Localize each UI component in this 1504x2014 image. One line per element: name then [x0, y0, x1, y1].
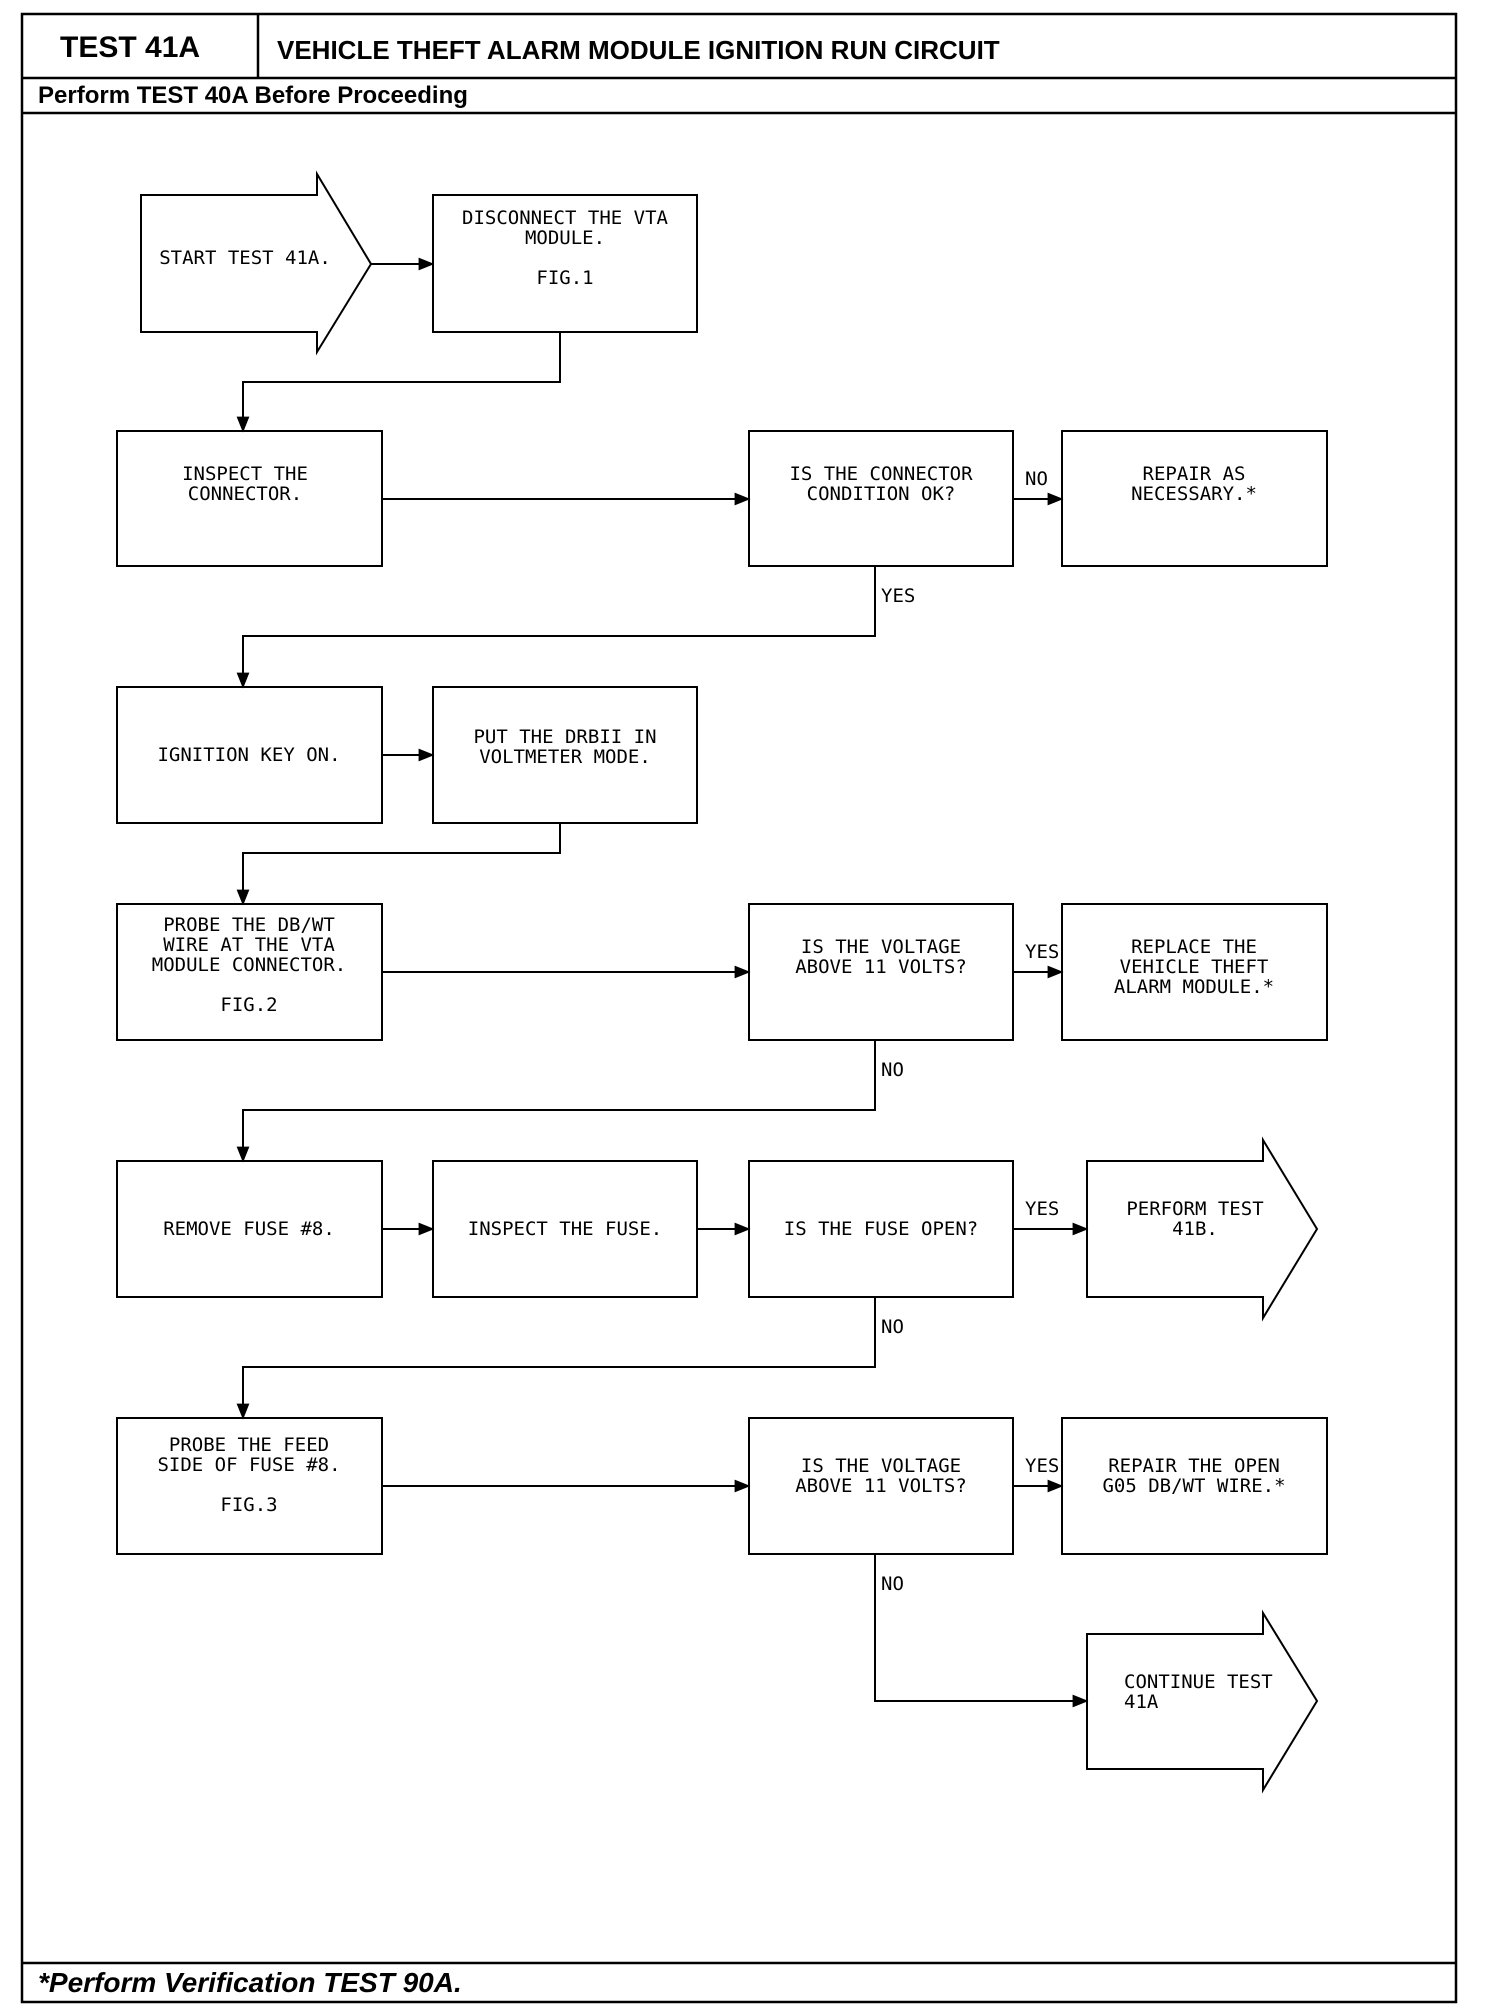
edge-label-connector-no: NO: [1025, 468, 1048, 490]
prerequisite-note: Perform TEST 40A Before Proceeding: [38, 82, 468, 109]
edge-label-connector-yes: YES: [881, 585, 915, 607]
probe-dbwt-box: [116, 903, 383, 1041]
node-text-line: VOLTMETER MODE.: [479, 746, 651, 768]
test-id: TEST 41A: [60, 31, 200, 64]
node-text-line: CONDITION OK?: [807, 483, 956, 505]
node-text-line: INSPECT THE FUSE.: [468, 1218, 662, 1240]
edge-label-voltage1-no: NO: [881, 1059, 904, 1081]
footer-note: *Perform Verification TEST 90A.: [38, 1967, 462, 1998]
node-text-line: REMOVE FUSE #8.: [163, 1218, 335, 1240]
edge-label-fuse-no: NO: [881, 1316, 904, 1338]
node-text-line: IS THE VOLTAGE: [801, 1455, 961, 1477]
node-text-line: IGNITION KEY ON.: [157, 744, 340, 766]
inspect-fuse-text: INSPECT THE FUSE.: [468, 1218, 662, 1240]
probe-feed-box: [116, 1417, 383, 1555]
fuse-open-text: IS THE FUSE OPEN?: [784, 1218, 978, 1240]
remove-fuse-text: REMOVE FUSE #8.: [163, 1218, 335, 1240]
inspect-fuse-box: [432, 1160, 698, 1298]
node-text-line: START TEST 41A.: [159, 247, 331, 269]
inspect-connector-box: [116, 430, 383, 567]
connector-ok-decision: [748, 430, 1014, 567]
page-title: VEHICLE THEFT ALARM MODULE IGNITION RUN …: [277, 35, 1000, 65]
node-text-line: MODULE CONNECTOR.: [152, 954, 346, 976]
fuse-open-decision: [748, 1160, 1014, 1298]
node-text-line: FIG.1: [536, 267, 593, 289]
node-text-line: REPLACE THE: [1131, 936, 1257, 958]
node-text-line: DISCONNECT THE VTA: [462, 207, 668, 229]
voltage-q1-decision: [748, 903, 1014, 1041]
ignition-on-text: IGNITION KEY ON.: [157, 744, 340, 766]
edge-label-voltage2-no: NO: [881, 1573, 904, 1595]
node-text-line: INSPECT THE: [182, 463, 308, 485]
edge-label-fuse-yes: YES: [1025, 1198, 1059, 1220]
node-text-line: ALARM MODULE.*: [1114, 976, 1274, 998]
start-text: START TEST 41A.: [159, 247, 331, 269]
node-text-line: CONTINUE TEST: [1124, 1671, 1273, 1693]
replace-module-box: [1061, 903, 1328, 1041]
node-text-line: ABOVE 11 VOLTS?: [795, 1475, 967, 1497]
node-text-line: SIDE OF FUSE #8.: [157, 1454, 340, 1476]
node-text-line: PERFORM TEST: [1126, 1198, 1263, 1220]
drbii-box: [432, 686, 698, 824]
node-text-line: G05 DB/WT WIRE.*: [1102, 1475, 1285, 1497]
node-text-line: IS THE CONNECTOR: [789, 463, 973, 485]
edge-label-voltage2-yes: YES: [1025, 1455, 1059, 1477]
node-text-line: VEHICLE THEFT: [1120, 956, 1269, 978]
node-text-line: PROBE THE FEED: [169, 1434, 329, 1456]
node-text-line: REPAIR AS: [1143, 463, 1246, 485]
node-text-line: WIRE AT THE VTA: [163, 934, 335, 956]
node-text-line: 41A: [1124, 1691, 1159, 1713]
continue-41a-arrow: [1086, 1609, 1319, 1794]
node-text-line: PROBE THE DB/WT: [163, 914, 335, 936]
start-arrow: [140, 170, 373, 356]
node-text-line: PUT THE DRBII IN: [473, 726, 656, 748]
node-text-line: NECESSARY.*: [1131, 483, 1257, 505]
perform-41b-arrow: [1086, 1136, 1319, 1322]
node-text-line: 41B.: [1172, 1218, 1218, 1240]
node-text-line: MODULE.: [525, 227, 605, 249]
node-text-line: FIG.2: [220, 994, 277, 1016]
repair-connector-box: [1061, 430, 1328, 567]
node-text-line: IS THE FUSE OPEN?: [784, 1218, 978, 1240]
node-text-line: ABOVE 11 VOLTS?: [795, 956, 967, 978]
node-text-line: FIG.3: [220, 1494, 277, 1516]
node-text-line: REPAIR THE OPEN: [1108, 1455, 1280, 1477]
node-text-line: IS THE VOLTAGE: [801, 936, 961, 958]
edge-label-voltage1-yes: YES: [1025, 941, 1059, 963]
page-frame: [20, 12, 1458, 2004]
node-text-line: CONNECTOR.: [188, 483, 302, 505]
